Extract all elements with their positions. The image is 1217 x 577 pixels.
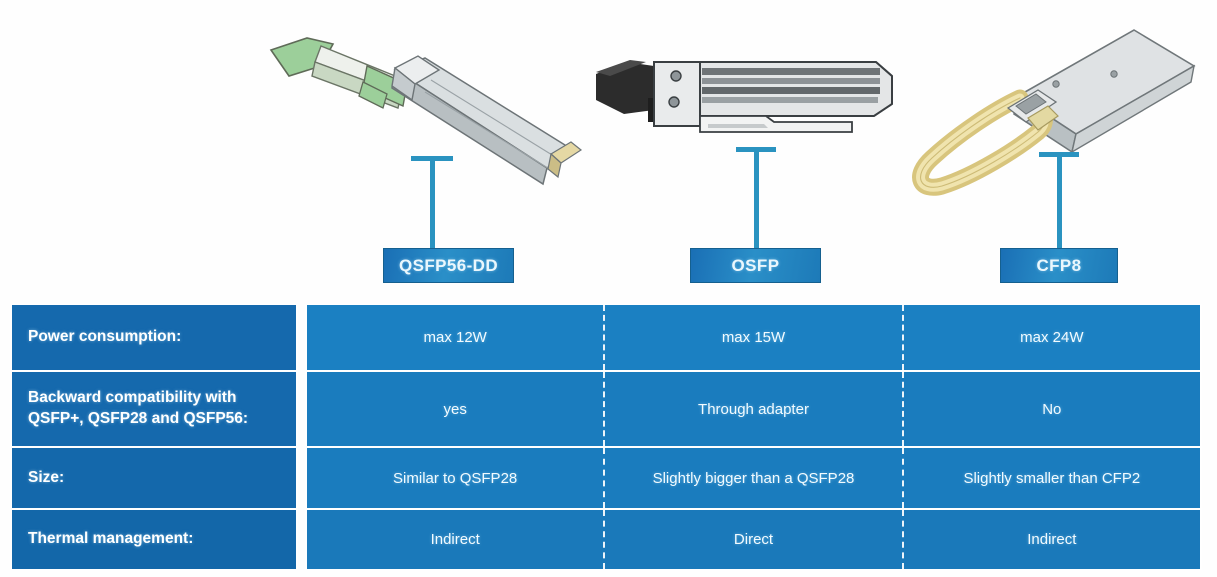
cell-compat-osfp: Through adapter: [603, 372, 901, 446]
module-chip-osfp[interactable]: OSFP: [690, 248, 821, 283]
osfp-transceiver-photo: [596, 48, 906, 158]
osfp-illustration: [596, 60, 893, 133]
row-label-backward-compatibility: Backward compatibility with QSFP+, QSFP2…: [10, 371, 298, 447]
connector-crossbar: [736, 147, 776, 152]
row-label-line-1: Backward compatibility with: [28, 389, 237, 407]
qsfp56-dd-illustration: [269, 37, 583, 186]
connector-line-qsfp56-dd: [411, 156, 453, 250]
row-label-text: Thermal management:: [28, 530, 194, 548]
cell-power-cfp8: max 24W: [901, 305, 1200, 370]
row-values-size: Similar to QSFP28 Slightly bigger than a…: [305, 447, 1202, 509]
cell-power-osfp: max 15W: [603, 305, 901, 370]
row-label-text: Size:: [28, 468, 65, 486]
qsfp56-dd-transceiver-photo: [255, 18, 600, 188]
cell-power-qsfp56-dd: max 12W: [423, 329, 487, 346]
cell-compat-cfp8: No: [901, 372, 1200, 446]
row-label-size: Size:: [10, 447, 298, 509]
cell-thermal-cfp8: Indirect: [901, 510, 1200, 569]
cell-compat-qsfp56-dd: yes: [443, 400, 467, 418]
cell-thermal-qsfp56-dd: Indirect: [430, 531, 480, 548]
cfp8-transceiver-photo: [898, 12, 1208, 198]
row-label-text: Power consumption:: [28, 328, 182, 346]
connector-stem: [754, 151, 759, 250]
table-row-thermal-management: Thermal management: Indirect Direct Indi…: [10, 509, 1202, 570]
module-chip-label: OSFP: [731, 255, 780, 275]
row-label-line-2: QSFP+, QSFP28 and QSFP56:: [28, 410, 249, 427]
connector-stem: [1057, 156, 1062, 250]
row-label-thermal-management: Thermal management:: [10, 509, 298, 570]
connector-line-cfp8: [1039, 152, 1079, 250]
connector-line-osfp: [736, 147, 776, 250]
cell-size-osfp: Slightly bigger than a QSFP28: [603, 448, 901, 508]
connector-stem: [430, 160, 435, 250]
connector-crossbar: [411, 156, 453, 161]
cell-size-qsfp56-dd: Similar to QSFP28: [393, 469, 518, 487]
cell-size-cfp8: Slightly smaller than CFP2: [901, 448, 1200, 508]
cfp8-illustration: [912, 29, 1196, 196]
module-chip-label: QSFP56-DD: [398, 255, 498, 275]
table-row-backward-compatibility: Backward compatibility with QSFP+, QSFP2…: [10, 371, 1202, 447]
row-values-thermal-management: Indirect Direct Indirect: [305, 509, 1202, 570]
row-values-backward-compatibility: yes Through adapter No: [305, 371, 1202, 447]
module-chip-qsfp56-dd[interactable]: QSFP56-DD: [383, 248, 514, 283]
row-label-text: Backward compatibility with QSFP+, QSFP2…: [28, 388, 248, 430]
cell-thermal-osfp: Direct: [603, 510, 901, 569]
row-values-power-consumption: max 12W max 15W max 24W: [305, 304, 1202, 371]
spec-comparison-table: Power consumption: max 12W max 15W max 2…: [10, 304, 1202, 570]
table-row-power-consumption: Power consumption: max 12W max 15W max 2…: [10, 304, 1202, 371]
table-row-size: Size: Similar to QSFP28 Slightly bigger …: [10, 447, 1202, 509]
module-chip-label: CFP8: [1036, 255, 1082, 275]
module-chip-cfp8[interactable]: CFP8: [1000, 248, 1118, 283]
connector-crossbar: [1039, 152, 1079, 157]
row-label-power-consumption: Power consumption:: [10, 304, 298, 371]
